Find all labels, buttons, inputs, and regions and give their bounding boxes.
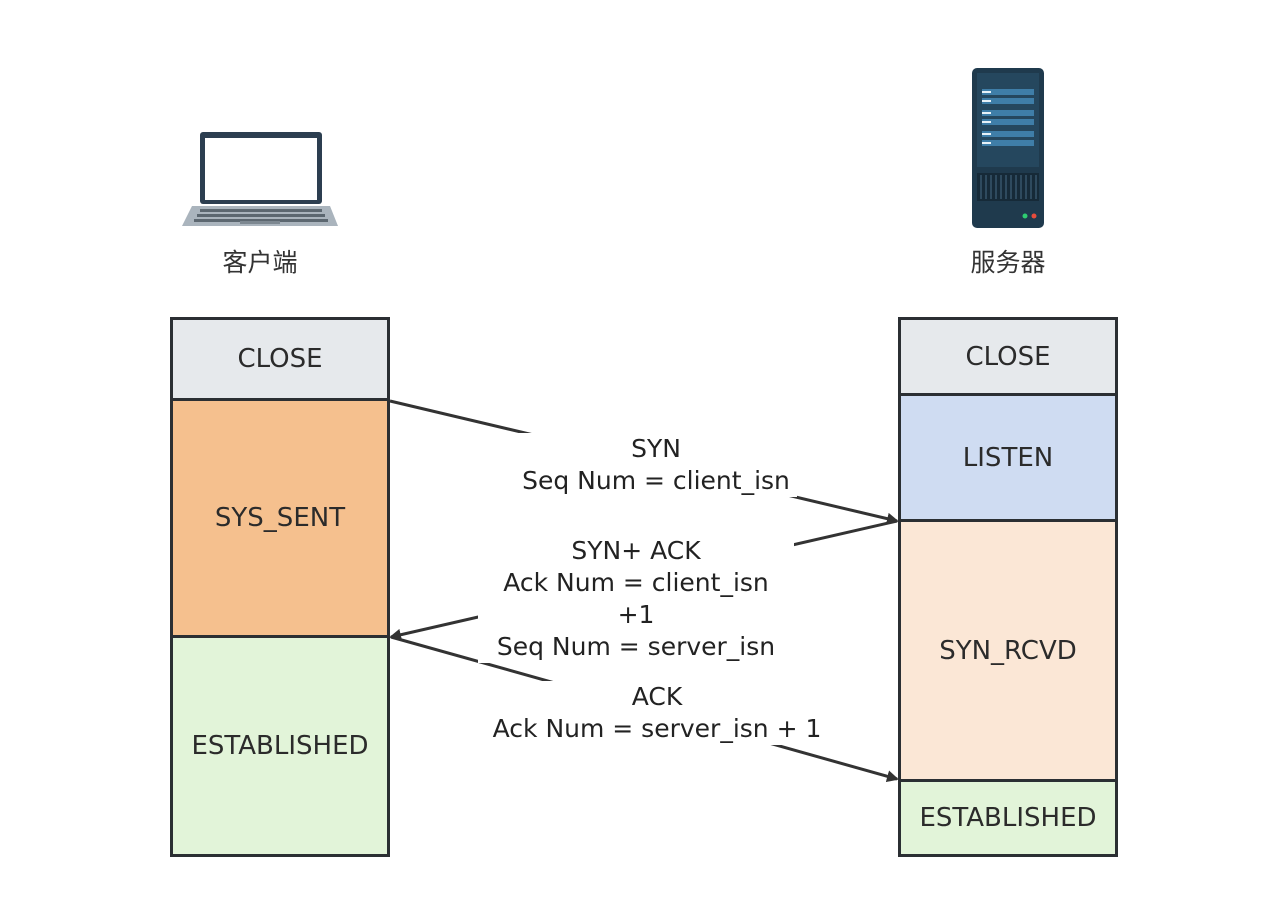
syn-ack-message: SYN+ ACK Ack Num = client_isn +1 Seq Num… [478, 535, 794, 663]
syn-title: SYN [631, 434, 681, 463]
server-state-close: CLOSE [898, 317, 1118, 396]
client-state-sys-sent: SYS_SENT [170, 398, 390, 638]
server-icon [970, 67, 1046, 229]
server-label: 服务器 [970, 248, 1046, 277]
ack-title: ACK [631, 682, 683, 711]
server-state-syn-rcvd: SYN_RCVD [898, 519, 1118, 782]
server-state-established: ESTABLISHED [898, 779, 1118, 857]
syn-message: SYN Seq Num = client_isn [515, 433, 797, 497]
syn-ack-ack: Ack Num = client_isn +1 [503, 568, 769, 629]
ack-ack: Ack Num = server_isn + 1 [492, 714, 822, 743]
syn-ack-title: SYN+ ACK [571, 536, 701, 565]
server-state-listen: LISTEN [898, 393, 1118, 522]
laptop-icon [180, 130, 340, 230]
syn-ack-seq: Seq Num = server_isn [496, 632, 776, 661]
ack-message: ACK Ack Num = server_isn + 1 [486, 681, 828, 745]
syn-seq: Seq Num = client_isn [522, 466, 790, 495]
client-state-established: ESTABLISHED [170, 635, 390, 857]
client-label: 客户端 [222, 248, 298, 277]
